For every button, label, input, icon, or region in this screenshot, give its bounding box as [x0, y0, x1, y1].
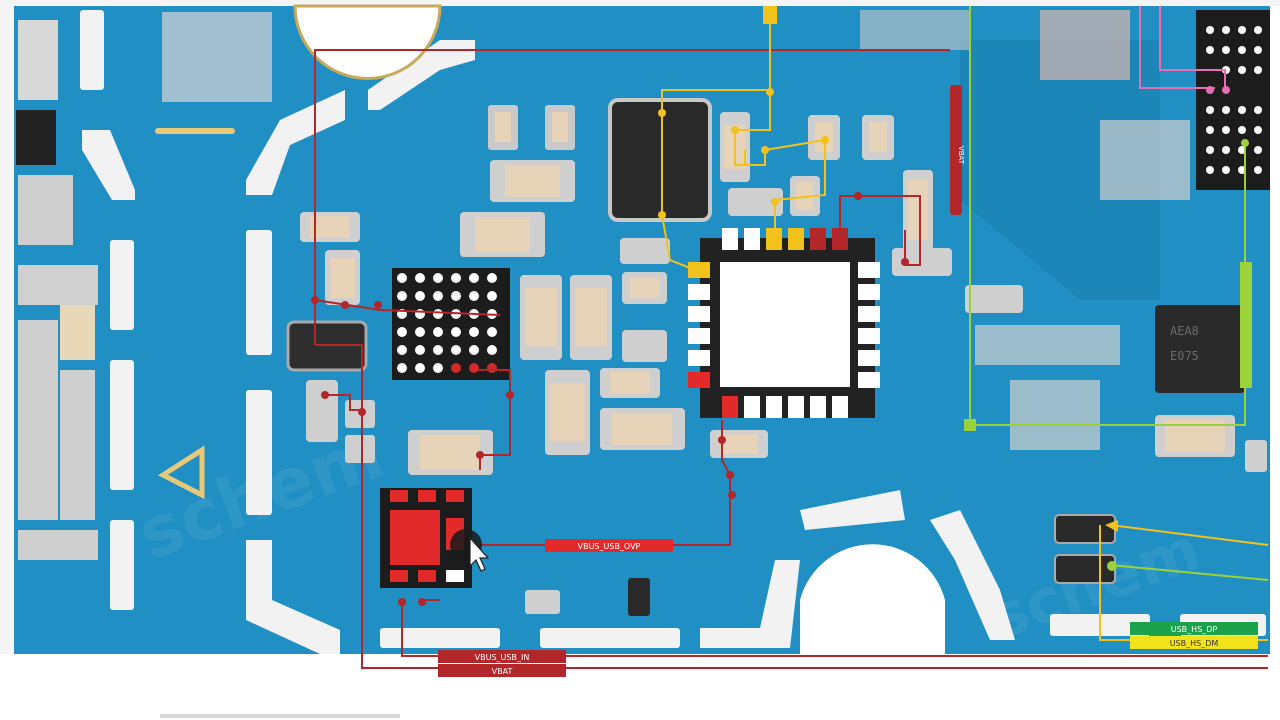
green-via-top [1241, 139, 1249, 147]
net-label-vbus-usb-ovp[interactable]: VBUS_USB_OVP [545, 539, 673, 552]
net-label-usb-hs-dp[interactable]: USB_HS_DP [1130, 622, 1258, 635]
silkscreen-inner [246, 40, 1266, 654]
bga-chip [392, 268, 510, 380]
yellow-vias [658, 6, 1118, 532]
vbat-vertical-label[interactable]: VBAT [950, 85, 965, 215]
green-net-bar [1240, 262, 1252, 388]
trace-field [960, 40, 1160, 300]
left-components [16, 20, 98, 560]
chip-marking-line1: AEA8 [1170, 324, 1199, 338]
top-margin [0, 0, 1280, 6]
left-margin [0, 0, 14, 720]
silk-line [155, 128, 235, 134]
vbus-usb-in-text: VBUS_USB_IN [475, 653, 530, 662]
red-traces [314, 49, 1268, 669]
usb-hs-dm-text: USB_HS_DM [1170, 639, 1219, 648]
vbus-usb-ovp-text: VBUS_USB_OVP [578, 542, 641, 551]
vbat-text: VBAT [492, 667, 513, 676]
inductor [608, 98, 712, 222]
net-label-vbat[interactable]: VBAT [438, 664, 566, 677]
bottom-margin [0, 654, 1280, 720]
net-label-usb-hs-dm[interactable]: USB_HS_DM [1130, 636, 1258, 649]
mouse-pointer-icon [450, 529, 490, 572]
marked-chip: AEA8 E075 [1155, 305, 1245, 393]
triangle-mark-icon [157, 445, 205, 500]
mounting-hole-top [293, 4, 442, 80]
red-vias [311, 192, 909, 606]
mounting-hole-bottom [800, 544, 945, 654]
usb-hs-dp-text: USB_HS_DP [1171, 625, 1218, 634]
pink-traces [1139, 6, 1226, 92]
scroll-indicator[interactable] [160, 714, 400, 718]
green-via [964, 419, 976, 431]
chip-marking-line2: E075 [1170, 349, 1199, 363]
silkscreen-left [80, 10, 135, 610]
vbat-vertical-text: VBAT [957, 146, 965, 165]
net-label-vbus-usb-in[interactable]: VBUS_USB_IN [438, 650, 566, 663]
qfn-ic [688, 228, 880, 418]
datamatrix-code [162, 12, 272, 102]
green-via-bottom [1107, 561, 1117, 571]
right-bga [1196, 10, 1270, 190]
